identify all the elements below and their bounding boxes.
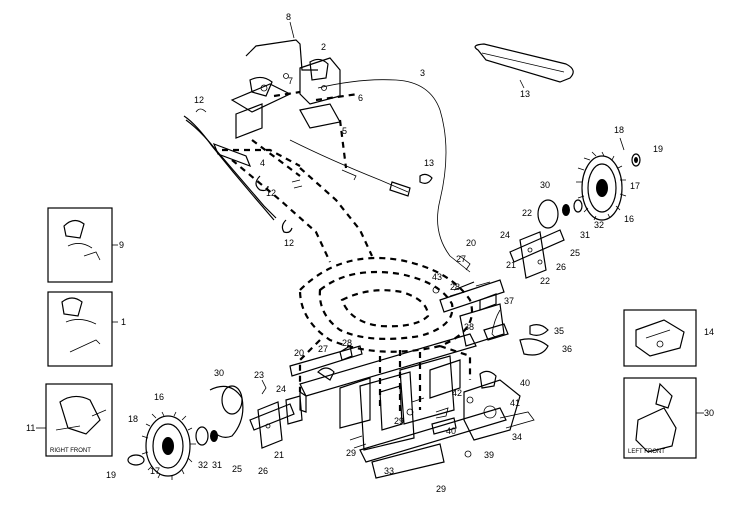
callout-13-belt: 13 (520, 89, 530, 99)
callout-26-left: 26 (258, 466, 268, 476)
callout-26-right: 26 (556, 262, 566, 272)
callout-2: 2 (321, 42, 326, 52)
callout-30-right: 30 (540, 180, 550, 190)
callout-18-right: 18 (614, 125, 624, 135)
callout-43: 43 (432, 272, 442, 282)
inset-box-30 (623, 377, 704, 459)
callout-21-right: 21 (506, 260, 516, 270)
callout-25-right: 25 (570, 248, 580, 258)
callout-36: 36 (562, 344, 572, 354)
callout-12-bottom: 12 (284, 238, 294, 248)
right-wheel-assembly (509, 137, 641, 279)
inset-label-9: 9 (119, 240, 124, 250)
callout-7: 7 (288, 76, 293, 86)
left-wheel-assembly (127, 379, 303, 480)
callout-17-left: 17 (150, 466, 160, 476)
callout-42: 42 (452, 388, 462, 398)
callout-19-right: 19 (653, 144, 663, 154)
inset-label-11: 11 (26, 423, 35, 433)
inset-caption-left-front: LEFT FRONT (628, 449, 665, 455)
callout-8: 8 (286, 12, 291, 22)
callout-28-right: 28 (450, 282, 460, 292)
callout-27-right: 27 (456, 254, 466, 264)
callout-29-bottom: 29 (436, 484, 446, 494)
callout-12-mid: 12 (266, 188, 276, 198)
callout-29-mid: 29 (394, 416, 404, 426)
inset-label-30: 30 (704, 408, 714, 418)
inset-box-14 (623, 309, 697, 367)
callout-33: 33 (384, 466, 394, 476)
callout-32-left: 32 (198, 460, 208, 470)
callout-31-right: 31 (580, 230, 590, 240)
callout-5: 5 (342, 126, 347, 136)
callout-39: 39 (484, 450, 494, 460)
inset-label-14: 14 (704, 327, 714, 337)
callout-6: 6 (358, 93, 363, 103)
callout-25-left: 25 (232, 464, 242, 474)
callout-40-top: 40 (520, 378, 530, 388)
callout-22-bottom: 22 (540, 276, 550, 286)
callout-38: 38 (464, 322, 474, 332)
inset-label-1: 1 (121, 317, 126, 327)
callout-40-bottom: 40 (446, 426, 456, 436)
callout-34: 34 (512, 432, 522, 442)
callout-17-right: 17 (630, 181, 640, 191)
inset-box-9 (47, 207, 118, 283)
callout-41: 41 (510, 398, 520, 408)
callout-19-left: 19 (106, 470, 116, 480)
inset-caption-right-front: RIGHT FRONT (50, 448, 91, 454)
callout-29-left: 29 (346, 448, 356, 458)
callout-16-left: 16 (154, 392, 164, 402)
callout-22-top: 22 (522, 208, 532, 218)
callout-23: 23 (254, 370, 264, 380)
callout-24-left: 24 (276, 384, 286, 394)
callout-13-cable: 13 (424, 158, 434, 168)
inset-box-11 (36, 383, 113, 457)
callout-24-right: 24 (500, 230, 510, 240)
callout-32-right: 32 (594, 220, 604, 230)
deck-assembly (289, 255, 549, 412)
lower-frame-assembly (299, 333, 535, 479)
callout-18-left: 18 (128, 414, 138, 424)
callout-16-right: 16 (624, 214, 634, 224)
callout-20-left: 20 (294, 348, 304, 358)
belt-part (474, 43, 574, 89)
callout-4: 4 (260, 158, 265, 168)
inset-box-1 (47, 291, 118, 367)
callout-27-left: 27 (318, 344, 328, 354)
callout-31-left: 31 (212, 460, 222, 470)
callout-20-right: 20 (466, 238, 476, 248)
handle-control-assembly (183, 21, 471, 273)
callout-28-left: 28 (342, 338, 352, 348)
callout-21-left: 21 (274, 450, 284, 460)
callout-35: 35 (554, 326, 564, 336)
callout-30-left: 30 (214, 368, 224, 378)
callout-12-top: 12 (194, 95, 204, 105)
callout-37: 37 (504, 296, 514, 306)
callout-3: 3 (420, 68, 425, 78)
